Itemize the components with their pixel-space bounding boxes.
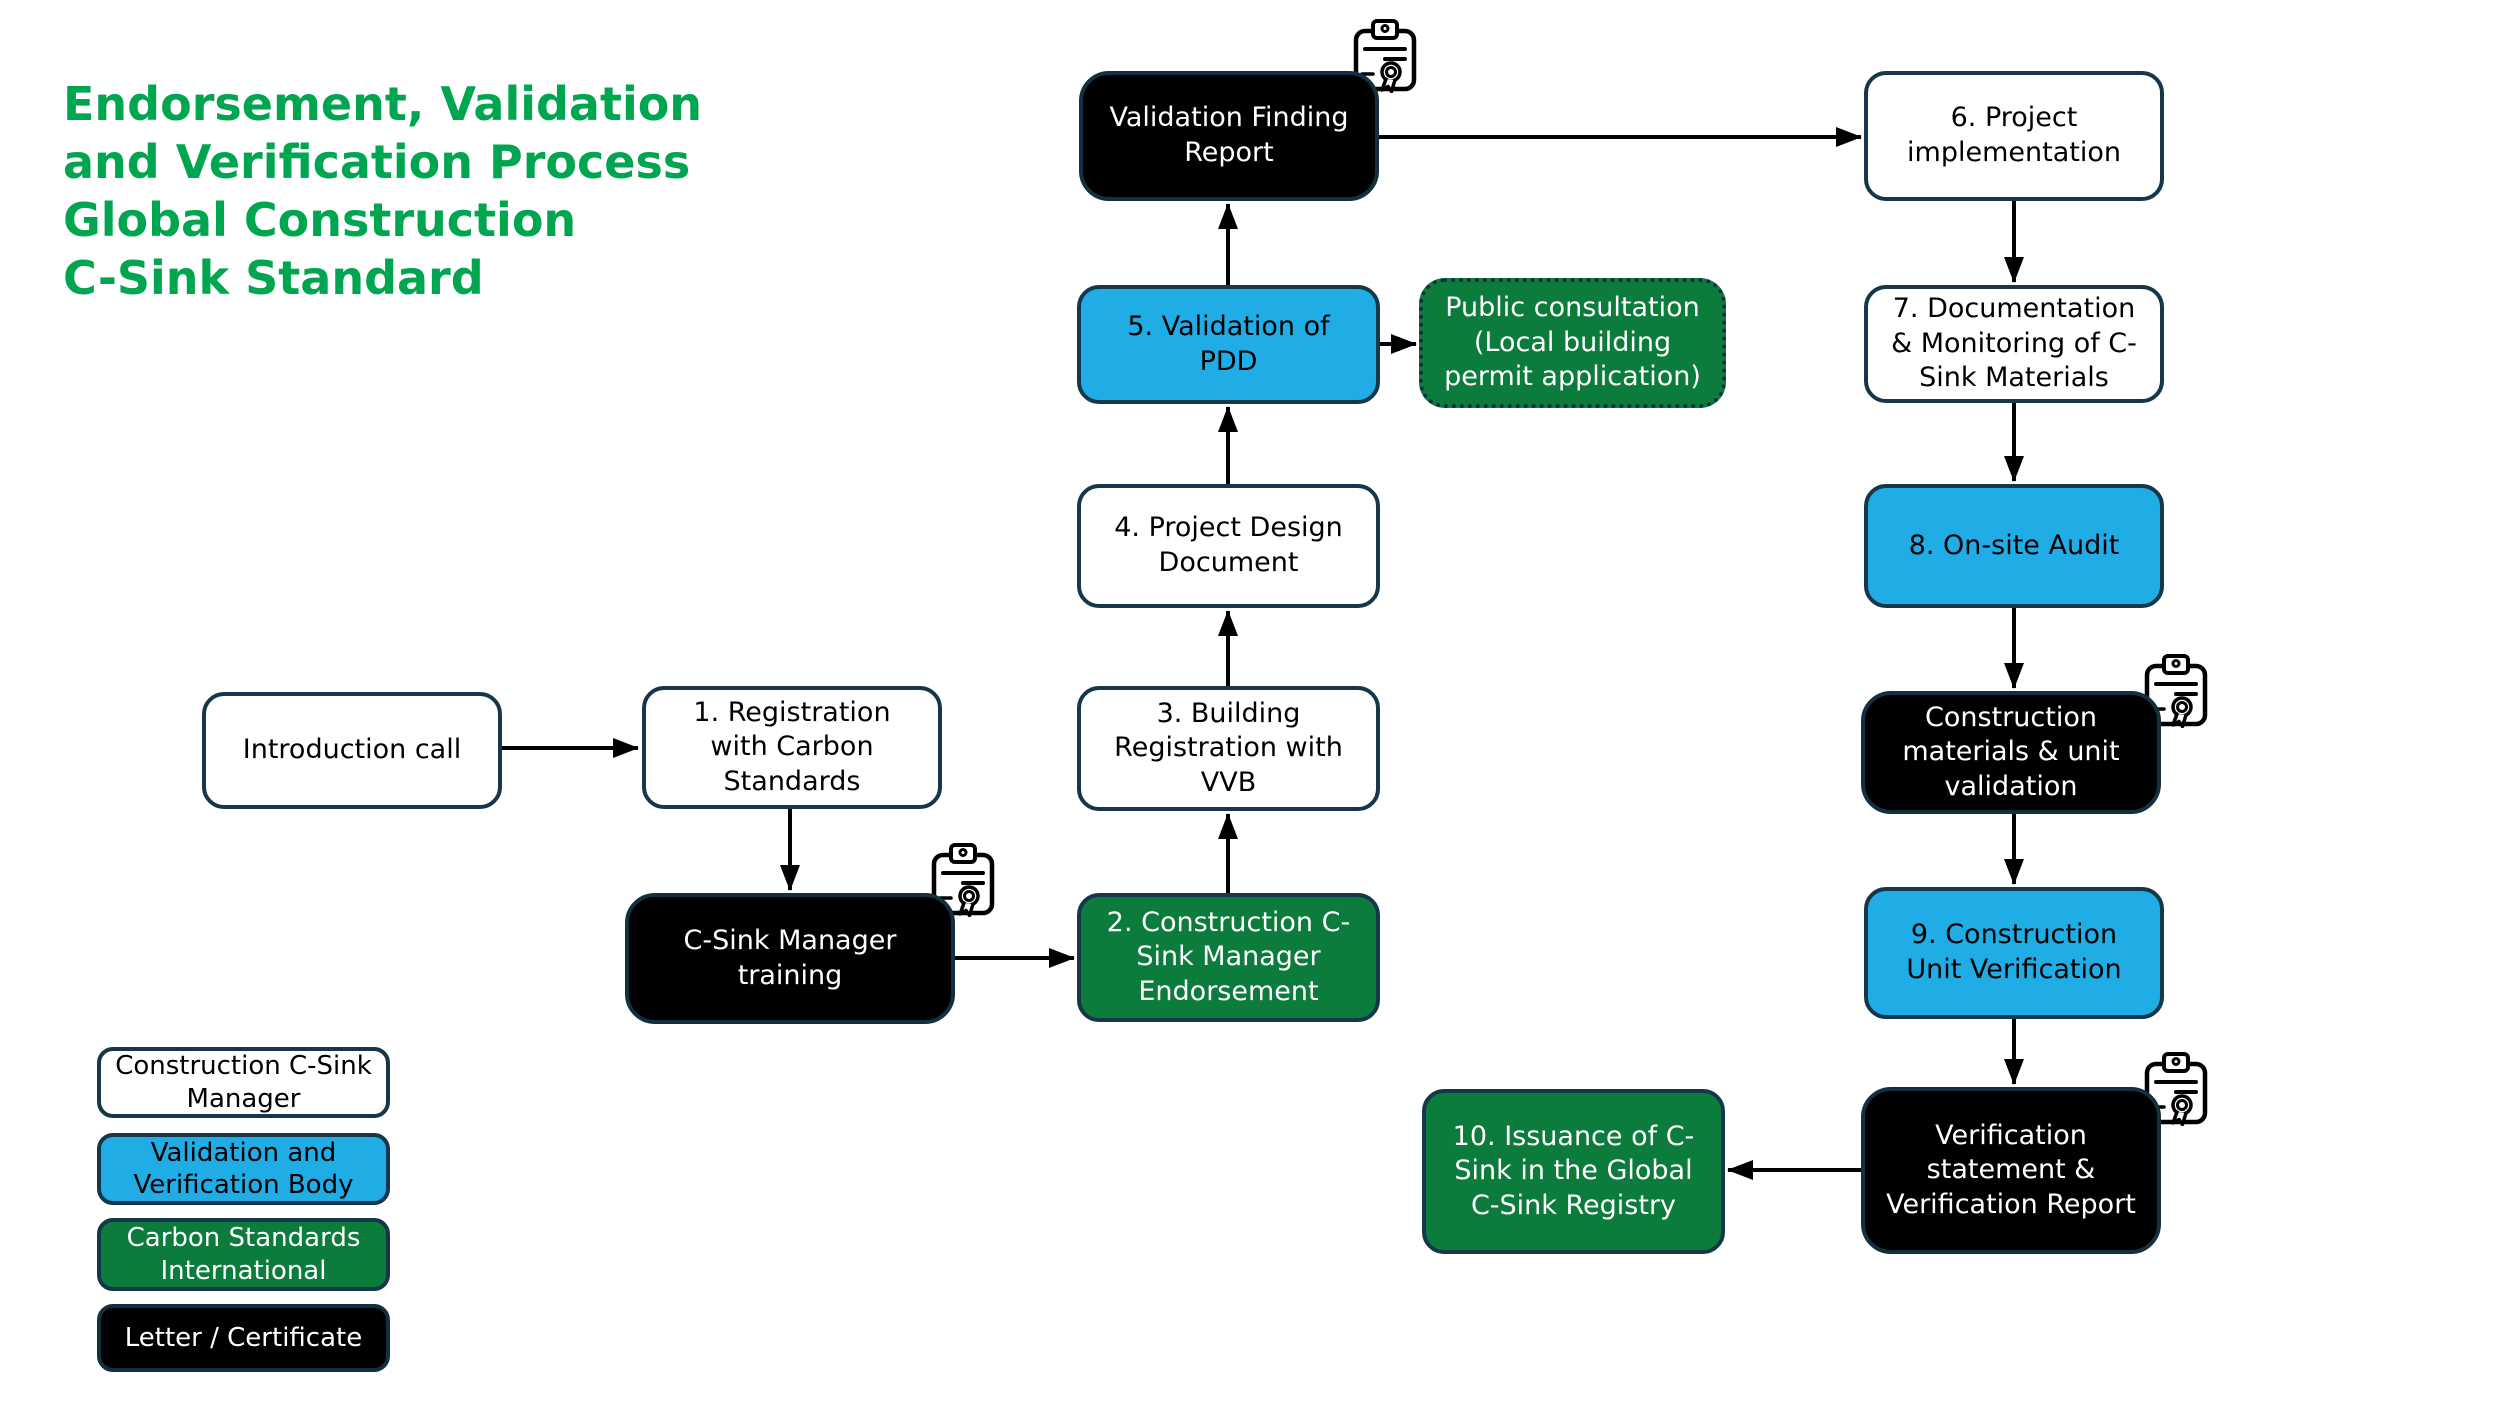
legend-label: Letter / Certificate: [124, 1322, 363, 1353]
legend-label: Construction C-Sink Manager: [115, 1051, 372, 1114]
node-label: 7. Documentation & Monitoring of C-Sink …: [1891, 293, 2137, 394]
node-csink-manager-training: C-Sink Manager training: [625, 893, 955, 1024]
node-label: 4. Project Design Document: [1114, 512, 1343, 578]
node-validation-of-pdd: 5. Validation of PDD: [1077, 285, 1380, 404]
node-label: Introduction call: [242, 734, 462, 766]
legend-label: Carbon Standards International: [126, 1223, 361, 1286]
certificate-icon: [1353, 19, 1417, 93]
node-label: Validation Finding Report: [1109, 102, 1349, 168]
node-verification-statement-report: Verification statement & Verification Re…: [1861, 1087, 2161, 1254]
node-label: 10. Issuance of C-Sink in the Global C-S…: [1452, 1120, 1695, 1221]
node-documentation-monitoring: 7. Documentation & Monitoring of C-Sink …: [1864, 285, 2164, 403]
node-construction-materials-unit-validation: Construction materials & unit validation: [1861, 691, 2161, 814]
node-label: 9. Construction Unit Verification: [1906, 919, 2122, 985]
node-project-implementation: 6. Project implementation: [1864, 71, 2164, 201]
node-validation-finding-report: Validation Finding Report: [1079, 71, 1379, 201]
page-title-line: Global Construction: [63, 193, 577, 247]
node-project-design-document: 4. Project Design Document: [1077, 484, 1380, 608]
node-label: 8. On-site Audit: [1908, 529, 2120, 561]
page-title-line: C-Sink Standard: [63, 251, 484, 305]
node-construction-csink-manager-endorsement: 2. Construction C-Sink Manager Endorseme…: [1077, 893, 1380, 1022]
node-building-registration-vvb: 3. Building Registration with VVB: [1077, 686, 1380, 811]
node-construction-unit-verification: 9. Construction Unit Verification: [1864, 887, 2164, 1019]
legend-item-csi: Carbon Standards International: [97, 1218, 390, 1291]
node-onsite-audit: 8. On-site Audit: [1864, 484, 2164, 608]
page-title-line: and Verification Process: [63, 135, 691, 189]
node-label: 1. Registration with Carbon Standards: [693, 696, 891, 797]
page-title-line: Endorsement, Validation: [63, 77, 703, 131]
legend-label: Validation and Verification Body: [133, 1137, 354, 1201]
node-registration-carbon-standards: 1. Registration with Carbon Standards: [642, 686, 942, 809]
node-label: Verification statement & Verification Re…: [1886, 1119, 2136, 1220]
node-label: 3. Building Registration with VVB: [1114, 697, 1343, 798]
node-label: 5. Validation of PDD: [1127, 310, 1330, 377]
node-label: C-Sink Manager training: [683, 924, 897, 991]
legend-item-letter: Letter / Certificate: [97, 1304, 390, 1372]
certificate-icon: [931, 843, 995, 917]
node-issuance-csink-registry: 10. Issuance of C-Sink in the Global C-S…: [1422, 1089, 1725, 1254]
legend-item-manager: Construction C-Sink Manager: [97, 1047, 390, 1118]
node-public-consultation: Public consultation (Local building perm…: [1419, 278, 1726, 408]
node-introduction-call: Introduction call: [202, 692, 502, 809]
node-label: Construction materials & unit validation: [1902, 701, 2120, 802]
legend-item-vvb: Validation and Verification Body: [97, 1133, 390, 1205]
certificate-icon: [2144, 654, 2208, 728]
node-label: 2. Construction C-Sink Manager Endorseme…: [1106, 906, 1351, 1007]
node-label: Public consultation (Local building perm…: [1444, 292, 1701, 393]
node-label: 6. Project implementation: [1907, 102, 2121, 168]
